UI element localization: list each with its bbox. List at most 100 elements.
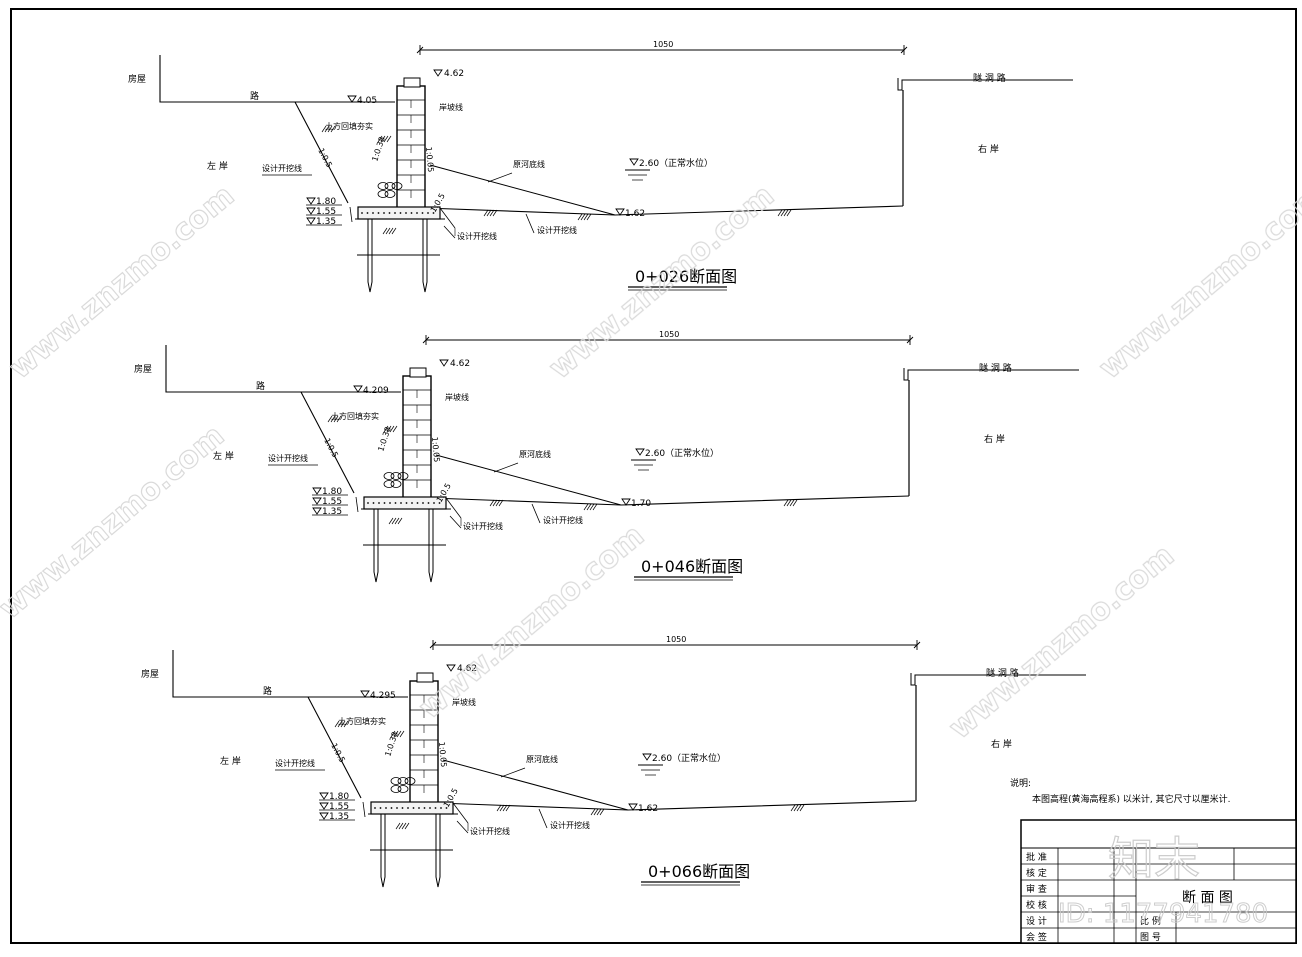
tb-drawing-name: 断 面 图 (1182, 890, 1233, 906)
elevation-marker-water (635, 448, 645, 456)
tb-row-review: 审 查 (1026, 883, 1047, 895)
slope-ratio-label: 1:0.5 (442, 787, 460, 809)
elevation-marker-b (306, 207, 316, 215)
slope-ratio-label: 1:0.5 (322, 437, 340, 459)
tunnel-road-label: 隧 洞 路 (973, 72, 1006, 84)
watermark-id: ID: 1177941780 (1058, 899, 1268, 929)
elevation-a: 1.80 (329, 792, 349, 802)
tunnel-road-label: 隧 洞 路 (979, 362, 1012, 374)
slope-ratio-label: 1:0.5 (429, 192, 447, 214)
design-excavation-label: 设计开挖线 (550, 820, 590, 830)
dimension-label: 1050 (666, 635, 686, 644)
elevation-marker-road (347, 95, 357, 103)
elevation-marker-road (360, 690, 370, 698)
tunnel-road-label: 隧 洞 路 (986, 667, 1019, 679)
elevation-marker-a (306, 197, 316, 205)
elevation-marker-a (312, 487, 322, 495)
elevation-marker-c (312, 507, 322, 515)
slope-ratio-label: 1:0.5 (329, 742, 347, 764)
elevation-marker-b (319, 802, 329, 810)
elevation-bed: 1.62 (625, 209, 645, 219)
elevation-b: 1.55 (329, 802, 349, 812)
elevation-c: 1.35 (316, 217, 336, 227)
elevation-bed: 1.62 (638, 804, 658, 814)
elevation-marker-bed (615, 208, 625, 216)
outer-frame (10, 8, 1297, 944)
elevation-marker-c (319, 812, 329, 820)
elevation-road: 4.05 (357, 96, 377, 106)
pile (367, 219, 373, 293)
notes-body: 本图高程(黄海高程系) 以米计, 其它尺寸以厘米计. (1032, 793, 1230, 805)
left-bank-label: 左 岸 (220, 755, 241, 767)
elevation-a: 1.80 (316, 197, 336, 207)
elevation-marker-top (439, 359, 449, 367)
slope-ratio-label: 1:0.38 (383, 730, 399, 757)
pile (435, 814, 441, 888)
watermark-site: www.znzmo.com (543, 178, 781, 386)
elevation-road: 4.209 (363, 386, 389, 396)
notes-heading: 说明: (1010, 777, 1031, 789)
title-block: 批 准 核 定 审 查 校 核 设 计 会 签 断 面 图 比 例 图 号 (1020, 819, 1297, 944)
slope-ratio-label: 1:0.5 (435, 482, 453, 504)
design-excavation-label: 设计开挖线 (537, 225, 577, 235)
elevation-marker-c (306, 217, 316, 225)
left-bank-label: 左 岸 (213, 450, 234, 462)
watermark-brand: 知末 (1108, 832, 1200, 886)
elevation-a: 1.80 (322, 487, 342, 497)
house-label: 房屋 (128, 73, 146, 85)
elevation-top: 4.62 (450, 359, 470, 369)
tb-drawing-no-label: 图 号 (1140, 932, 1161, 943)
design-excavation-label: 设计开挖线 (457, 231, 497, 241)
design-excavation-label: 设计开挖线 (268, 453, 308, 463)
backfill-label: 土方回填夯实 (325, 121, 373, 131)
watermark-site: www.znzmo.com (413, 518, 651, 726)
watermark-site: www.znzmo.com (3, 178, 241, 386)
right-bank-label: 右 岸 (984, 433, 1005, 445)
pile (373, 509, 379, 583)
elevation-bed: 1.70 (631, 499, 651, 509)
design-excavation-label: 设计开挖线 (470, 826, 510, 836)
elevation-water: 2.60（正常水位） (645, 447, 719, 459)
elevation-b: 1.55 (322, 497, 342, 507)
bank-slope-label: 岸坡线 (439, 102, 463, 112)
right-bank-label: 右 岸 (991, 738, 1012, 750)
elevation-marker-b (312, 497, 322, 505)
retaining-wall (377, 77, 426, 209)
pile (428, 509, 434, 583)
elevation-road: 4.295 (370, 691, 396, 701)
house-label: 房屋 (134, 363, 152, 375)
house-label: 房屋 (141, 668, 159, 680)
elevation-marker-bed (628, 803, 638, 811)
slope-ratio-label: 1:0.5 (316, 147, 334, 169)
elevation-top: 4.62 (457, 664, 477, 674)
tb-row-approve: 批 准 (1026, 851, 1047, 863)
road-label: 路 (263, 685, 272, 697)
dimension-label: 1050 (659, 330, 679, 339)
elevation-marker-bed (621, 498, 631, 506)
design-excavation-label: 设计开挖线 (262, 163, 302, 173)
elevation-marker-road (353, 385, 363, 393)
slope-ratio-label: 1:0.05 (424, 146, 435, 172)
right-bank-label: 右 岸 (978, 143, 999, 155)
tb-row-check: 校 核 (1026, 899, 1047, 911)
pile (422, 219, 428, 293)
tb-scale-label: 比 例 (1140, 915, 1161, 927)
original-bed-label: 原河底线 (526, 754, 558, 764)
elevation-top: 4.62 (444, 69, 464, 79)
design-excavation-label: 设计开挖线 (275, 758, 315, 768)
backfill-label: 土方回填夯实 (338, 716, 386, 726)
dimension-label: 1050 (653, 40, 673, 49)
tb-row-countersign: 会 签 (1026, 931, 1047, 943)
road-label: 路 (250, 90, 259, 102)
slope-ratio-label: 1:0.38 (376, 425, 392, 452)
design-excavation-label: 设计开挖线 (463, 521, 503, 531)
left-bank-label: 左 岸 (207, 160, 228, 172)
tb-row-verify: 核 定 (1026, 867, 1047, 879)
slope-ratio-label: 1:0.05 (437, 741, 448, 767)
watermark-site: www.znzmo.com (0, 418, 231, 626)
